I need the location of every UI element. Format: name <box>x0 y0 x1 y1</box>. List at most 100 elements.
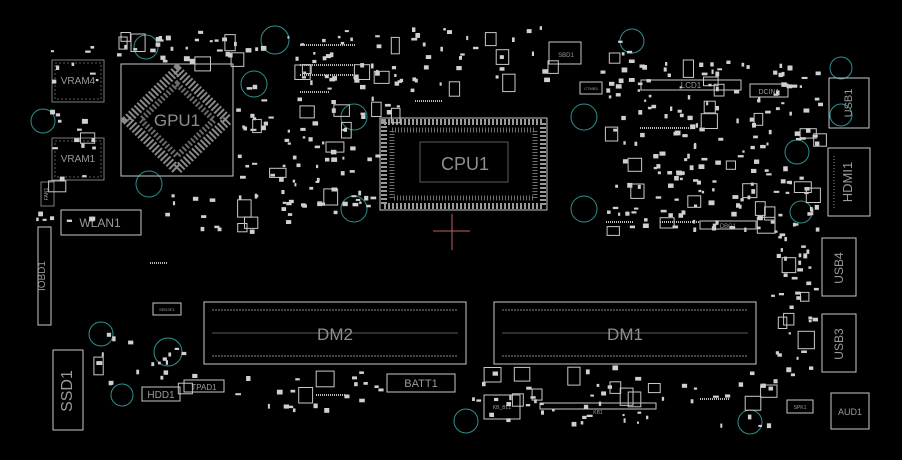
smd-part <box>788 332 791 335</box>
smd-part <box>163 370 169 375</box>
smd-part <box>81 143 85 148</box>
smd-part <box>687 153 690 159</box>
smd-part <box>360 63 365 68</box>
smd-part <box>732 195 739 199</box>
smd-part <box>618 40 623 43</box>
smd-part <box>609 381 622 394</box>
smd-components <box>36 26 827 429</box>
smd-part <box>623 141 626 145</box>
smd-part <box>373 70 390 84</box>
smd-part <box>813 133 827 147</box>
smd-part <box>758 424 762 427</box>
smd-part <box>801 350 807 353</box>
ssd1-label: SSD1 <box>59 370 76 412</box>
mounting-hole <box>789 200 813 224</box>
smd-part <box>81 118 88 124</box>
smd-part <box>634 141 638 146</box>
smd-part <box>674 198 679 201</box>
smd-part <box>327 87 332 90</box>
mounting-hole <box>260 25 290 55</box>
smd-part <box>495 75 499 79</box>
smd-part <box>354 382 358 387</box>
smd-part <box>331 187 338 192</box>
hdd1-label: HDD1 <box>147 390 175 401</box>
smd-part <box>756 216 776 234</box>
smd-part <box>771 294 775 297</box>
smd-part <box>628 78 635 82</box>
smd-part <box>776 90 780 96</box>
smd-part <box>194 38 199 42</box>
smd-part <box>118 36 128 50</box>
smd-part <box>325 54 332 59</box>
smd-part <box>773 190 780 193</box>
smd-part <box>284 138 290 142</box>
smd-part <box>238 195 242 200</box>
smd-part <box>472 397 475 401</box>
smd-part <box>600 70 606 74</box>
smd-part <box>506 418 511 423</box>
smd-part <box>371 101 382 117</box>
smd-part <box>783 273 788 277</box>
smd-part <box>329 52 334 58</box>
smd-part <box>751 189 756 194</box>
smd-part <box>738 204 742 209</box>
ctmb-label: CTMB3 <box>584 86 598 91</box>
smd-part <box>315 180 320 183</box>
smd-part <box>795 291 801 295</box>
smd-part <box>679 177 683 181</box>
smd-part <box>807 212 811 216</box>
smd-part <box>715 160 721 165</box>
dm2-label: DM2 <box>317 325 353 344</box>
smd-part <box>308 137 313 142</box>
smd-part <box>378 388 384 392</box>
aud1-label: AUD1 <box>838 407 862 417</box>
smd-part <box>541 410 544 415</box>
smd-part <box>664 114 668 119</box>
smd-part <box>734 90 740 94</box>
fan1-connector: FAN1 <box>40 181 55 207</box>
smd-part <box>360 84 366 90</box>
smd-part <box>158 361 161 365</box>
smd-part <box>192 196 199 201</box>
smd-part <box>699 127 705 132</box>
smd-part <box>340 171 345 176</box>
smd-part <box>331 157 338 162</box>
smd-part <box>312 121 319 126</box>
smd-part <box>712 188 715 192</box>
smd-part <box>225 51 231 57</box>
smd-part <box>269 167 287 178</box>
smd-part <box>810 212 814 216</box>
smd-part <box>796 296 802 300</box>
smd-part <box>313 403 318 409</box>
tpad1-label: TPAD1 <box>191 383 217 392</box>
smd-part <box>287 213 293 216</box>
smd-part <box>412 77 416 82</box>
smd-part <box>694 142 697 147</box>
smd-part <box>792 84 798 88</box>
smd-part <box>165 35 171 41</box>
hdd1-connector: HDD1 <box>141 386 181 402</box>
smd-part <box>292 179 296 183</box>
smd-part <box>781 71 785 77</box>
smd-part <box>92 146 96 150</box>
mounting-hole <box>570 195 598 223</box>
smd-part <box>596 383 600 387</box>
smd-part <box>375 71 380 76</box>
smd-part <box>237 223 248 233</box>
smd-part <box>693 387 698 390</box>
ctmb-chip: CTMB3 <box>579 81 603 95</box>
smd-part <box>499 55 504 59</box>
smd-part <box>93 356 104 376</box>
smd-part <box>736 118 739 124</box>
smd-part <box>622 159 628 164</box>
smd-part <box>764 169 769 172</box>
smd-part <box>713 83 725 97</box>
smd-part <box>512 37 515 42</box>
smd-part <box>764 206 776 221</box>
smd-part <box>815 71 821 76</box>
smd-part <box>243 126 247 131</box>
smd-part <box>660 209 667 213</box>
smd-part <box>720 423 723 428</box>
smd-part <box>460 53 465 56</box>
smd-part <box>354 78 360 83</box>
